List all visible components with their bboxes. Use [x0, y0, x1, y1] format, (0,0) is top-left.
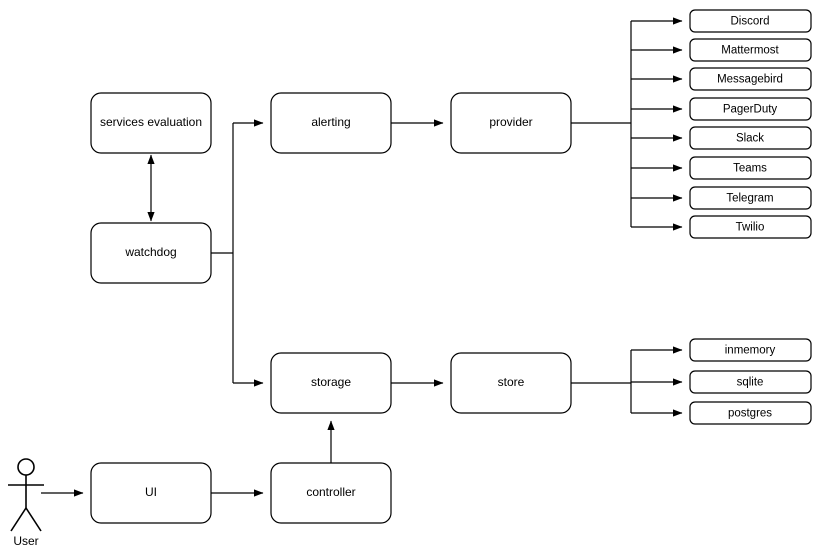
leaf-pagerduty[interactable]: PagerDuty — [689, 97, 812, 121]
leaf-discord-label: Discord — [731, 16, 770, 28]
node-services-evaluation[interactable]: services evaluation — [90, 92, 212, 154]
user-actor[interactable]: User — [8, 458, 44, 548]
leaf-telegram-label: Telegram — [726, 193, 773, 205]
node-storage[interactable]: storage — [270, 352, 392, 414]
leaf-slack-label: Slack — [736, 133, 764, 145]
leaf-messagebird-label: Messagebird — [717, 74, 783, 86]
leaf-inmemory-shape[interactable] — [689, 338, 812, 362]
leaf-sqlite-label: sqlite — [737, 377, 764, 389]
node-watchdog[interactable]: watchdog — [90, 222, 212, 284]
node-controller-shape[interactable] — [270, 462, 392, 524]
leaf-teams[interactable]: Teams — [689, 156, 812, 180]
node-store-label: store — [498, 375, 525, 389]
leaf-twilio-shape[interactable] — [689, 215, 812, 239]
leaf-mattermost-shape[interactable] — [689, 38, 812, 62]
user-actor-label: User — [13, 534, 38, 548]
leaf-slack[interactable]: Slack — [689, 126, 812, 150]
leaf-inmemory-label: inmemory — [725, 345, 776, 357]
leaf-teams-label: Teams — [733, 163, 767, 175]
node-alerting-shape[interactable] — [270, 92, 392, 154]
leaf-mattermost[interactable]: Mattermost — [689, 38, 812, 62]
node-alerting-label: alerting — [311, 115, 350, 129]
leaf-postgres[interactable]: postgres — [689, 401, 812, 425]
node-ui[interactable]: UI — [90, 462, 212, 524]
leaf-postgres-label: postgres — [728, 408, 772, 420]
node-ui-label: UI — [145, 485, 157, 499]
leaf-inmemory[interactable]: inmemory — [689, 338, 812, 362]
node-controller-label: controller — [306, 485, 355, 499]
node-services-evaluation-shape[interactable] — [90, 92, 212, 154]
leaf-pagerduty-shape[interactable] — [689, 97, 812, 121]
edge-layer — [41, 21, 632, 497]
leaf-discord[interactable]: Discord — [689, 9, 812, 33]
actor-leg-right-icon — [25, 507, 42, 532]
leaf-sqlite-shape[interactable] — [689, 370, 812, 394]
node-ui-shape[interactable] — [90, 462, 212, 524]
node-alerting[interactable]: alerting — [270, 92, 392, 154]
leaf-messagebird-shape[interactable] — [689, 67, 812, 91]
node-storage-label: storage — [311, 375, 351, 389]
leaf-telegram[interactable]: Telegram — [689, 186, 812, 210]
node-provider-shape[interactable] — [450, 92, 572, 154]
node-provider[interactable]: provider — [450, 92, 572, 154]
leaf-twilio-label: Twilio — [736, 222, 765, 234]
provider-leaf-connectors — [631, 17, 683, 231]
node-services-evaluation-label: services evaluation — [100, 115, 202, 129]
leaf-mattermost-label: Mattermost — [721, 45, 779, 57]
leaf-sqlite[interactable]: sqlite — [689, 370, 812, 394]
leaf-teams-shape[interactable] — [689, 156, 812, 180]
node-provider-label: provider — [489, 115, 532, 129]
actor-leg-left-icon — [10, 507, 27, 532]
leaf-discord-shape[interactable] — [689, 9, 812, 33]
store-leaf-connectors — [631, 346, 683, 417]
leaf-postgres-shape[interactable] — [689, 401, 812, 425]
node-watchdog-label: watchdog — [124, 245, 176, 259]
node-store[interactable]: store — [450, 352, 572, 414]
leaf-twilio[interactable]: Twilio — [689, 215, 812, 239]
actor-head-icon — [17, 458, 35, 476]
leaf-pagerduty-label: PagerDuty — [723, 104, 778, 116]
leaf-telegram-shape[interactable] — [689, 186, 812, 210]
leaf-slack-shape[interactable] — [689, 126, 812, 150]
leaf-messagebird[interactable]: Messagebird — [689, 67, 812, 91]
node-watchdog-shape[interactable] — [90, 222, 212, 284]
node-controller[interactable]: controller — [270, 462, 392, 524]
node-storage-shape[interactable] — [270, 352, 392, 414]
node-store-shape[interactable] — [450, 352, 572, 414]
